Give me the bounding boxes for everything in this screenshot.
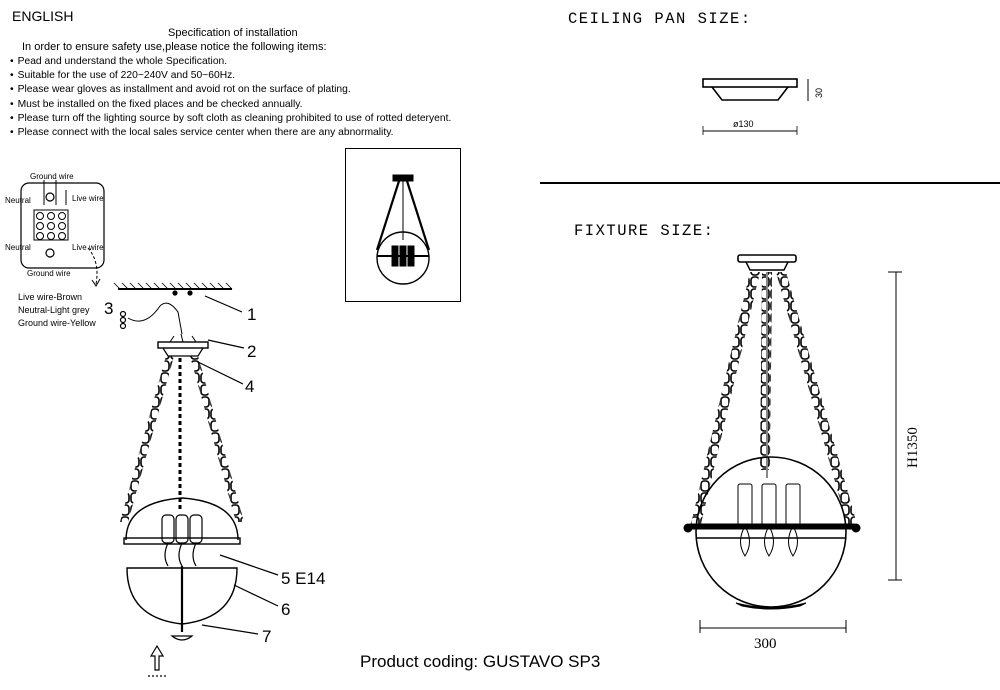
wiring-diagram xyxy=(20,180,105,287)
spec-rules: Pead and understand the whole Specificat… xyxy=(10,55,452,140)
spec-title: Specification of installation xyxy=(168,27,298,39)
wiring-neutral-top: Neutral xyxy=(5,196,31,205)
part-label-1: 1 xyxy=(247,305,256,324)
wiring-live-top: Live wire xyxy=(72,194,104,203)
assembly-drawing xyxy=(113,282,279,677)
wiring-ground-top: Ground wire xyxy=(30,172,74,181)
language-heading: ENGLISH xyxy=(12,8,74,24)
fixture-height-dimension: H1350 xyxy=(905,427,921,468)
wire-key-neutral: Neutral-Light grey xyxy=(18,305,90,315)
part-label-3: 3 xyxy=(104,299,113,318)
product-photo-frame xyxy=(345,148,461,302)
part-label-6: 6 xyxy=(281,600,290,619)
part-label-4: 4 xyxy=(245,377,254,396)
ceiling-pan-diameter: ø130 xyxy=(733,119,754,129)
rule-item: Please wear gloves as installment and av… xyxy=(10,83,451,97)
rule-item: Must be installed on the fixed places an… xyxy=(10,98,451,112)
fixture-drawing xyxy=(683,254,902,633)
section-divider xyxy=(540,182,1000,184)
product-photo-illustration xyxy=(375,174,431,285)
fixture-width-dimension: 300 xyxy=(754,636,777,652)
ceiling-pan-title: CEILING PAN SIZE: xyxy=(568,10,752,28)
ceiling-pan-height: 30 xyxy=(814,88,824,98)
spec-intro: In order to ensure safety use,please not… xyxy=(22,41,327,53)
ceiling-pan-drawing xyxy=(702,78,809,135)
rule-item: Please connect with the local sales serv… xyxy=(10,126,451,140)
rule-item: Pead and understand the whole Specificat… xyxy=(10,55,451,69)
wire-color-key: Live wire-Brown Neutral-Light grey Groun… xyxy=(18,291,96,330)
wiring-neutral-bottom: Neutral xyxy=(5,243,31,252)
part-label-2: 2 xyxy=(247,342,256,361)
wire-key-ground: Ground wire-Yellow xyxy=(18,318,96,328)
rule-item: Please turn off the lighting source by s… xyxy=(10,112,452,126)
product-caption: Product coding: GUSTAVO SP3 xyxy=(360,652,601,671)
part-label-7: 7 xyxy=(262,627,271,646)
fixture-size-title: FIXTURE SIZE: xyxy=(574,222,715,240)
part-label-5: 5 E14 xyxy=(281,569,325,588)
wiring-ground-bottom: Ground wire xyxy=(27,269,71,278)
rule-item: Suitable for the use of 220~240V and 50~… xyxy=(10,69,451,83)
wire-key-live: Live wire-Brown xyxy=(18,292,83,302)
wiring-live-bottom: Live wire xyxy=(72,243,104,252)
